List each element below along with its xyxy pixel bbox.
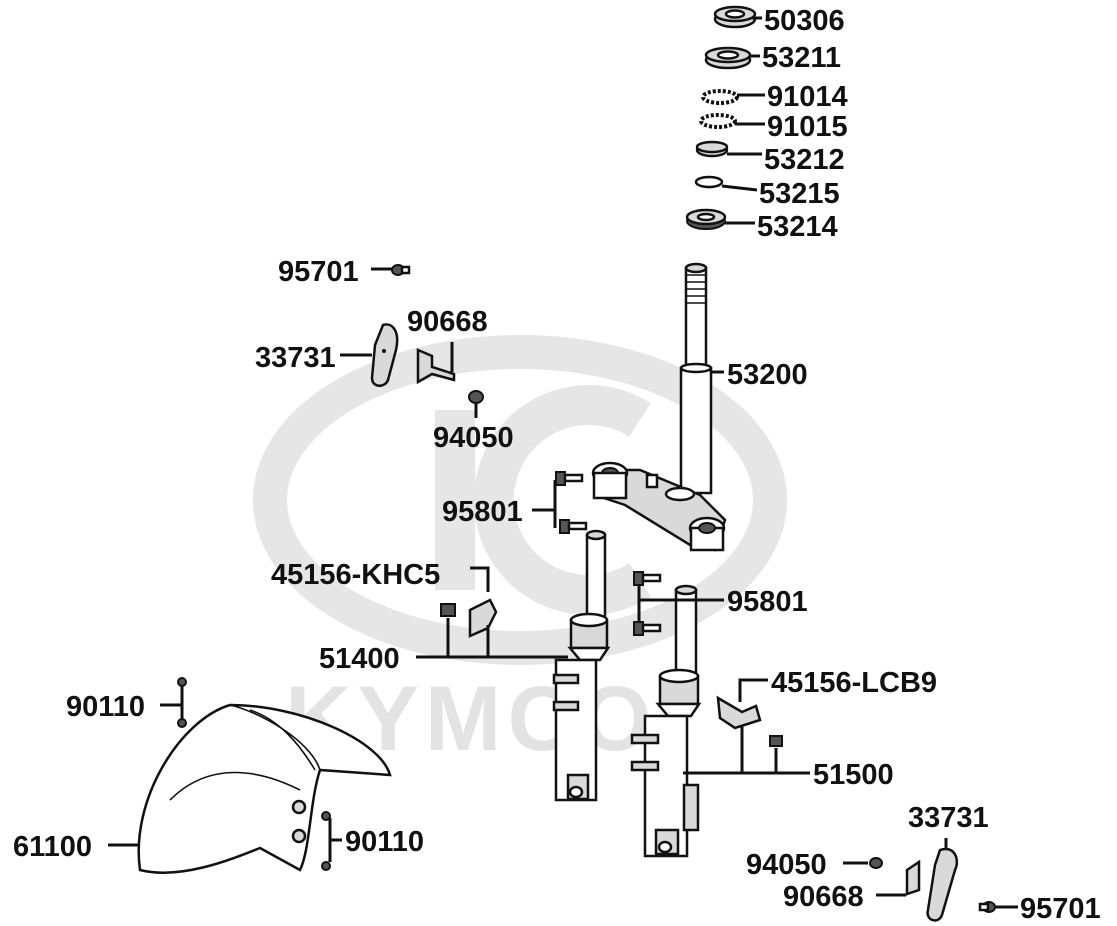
label-51400: 51400 [319, 643, 400, 675]
part-labels: 50306 53211 91014 91015 53212 53215 5321… [13, 5, 1101, 925]
label-90110-lower: 90110 [345, 826, 424, 858]
part-95701-screw-lower [978, 901, 996, 913]
label-91015: 91015 [767, 111, 848, 143]
part-51500-right-fork-leg [630, 584, 702, 858]
part-50306-lock-nut [713, 5, 757, 29]
label-95701-lower: 95701 [1020, 893, 1101, 925]
label-45156-KHC5: 45156-KHC5 [271, 559, 440, 591]
part-45156-LCB9-clip [716, 695, 783, 747]
label-90110-upper: 90110 [66, 691, 145, 723]
part-61100-front-fender [137, 703, 392, 874]
part-53200-triple-clamp [591, 461, 727, 552]
label-50306: 50306 [764, 5, 845, 37]
part-90668-bracket-upper [416, 348, 456, 385]
part-90668-bracket-lower [905, 859, 921, 896]
part-90110-screw-lower [321, 811, 331, 871]
part-95801-bolt-upper [555, 471, 588, 534]
label-94050-upper: 94050 [433, 422, 514, 454]
part-53215-seal-ring [694, 175, 724, 189]
part-91015-ball-bearing [699, 113, 737, 129]
part-94050-nut-lower [869, 857, 883, 869]
label-53211: 53211 [762, 42, 841, 74]
part-94050-nut-upper [468, 390, 484, 404]
part-33731-reflector-upper [370, 323, 399, 387]
part-33731-reflector-lower [926, 847, 959, 922]
label-51500: 51500 [813, 759, 894, 791]
part-53214-bottom-cone [685, 208, 727, 230]
label-90668-upper: 90668 [407, 306, 488, 338]
label-90668-lower: 90668 [783, 881, 864, 913]
label-45156-LCB9: 45156-LCB9 [771, 667, 937, 699]
part-90110-screw-upper [177, 677, 187, 728]
label-53214: 53214 [757, 211, 838, 243]
label-53212: 53212 [764, 144, 845, 176]
leader-lines [108, 16, 1018, 909]
part-53200-steering-stem [679, 262, 713, 495]
label-91014: 91014 [767, 81, 848, 113]
part-95701-screw-upper [391, 264, 411, 276]
part-53212-lower-race [695, 140, 729, 158]
label-53215: 53215 [759, 178, 840, 210]
label-95701-upper: 95701 [278, 256, 359, 288]
label-33731-upper: 33731 [255, 342, 336, 374]
part-91014-ball-bearing [701, 89, 739, 105]
label-95801-upper: 95801 [442, 496, 523, 528]
part-51400-left-fork-leg [552, 529, 611, 802]
label-33731-lower: 33731 [908, 802, 989, 834]
part-45156-KHC5-clip [440, 598, 498, 638]
part-53211-top-race [704, 46, 752, 70]
label-95801-lower: 95801 [727, 586, 808, 618]
label-94050-lower: 94050 [746, 849, 827, 881]
label-61100: 61100 [13, 831, 92, 863]
label-53200: 53200 [727, 359, 808, 391]
